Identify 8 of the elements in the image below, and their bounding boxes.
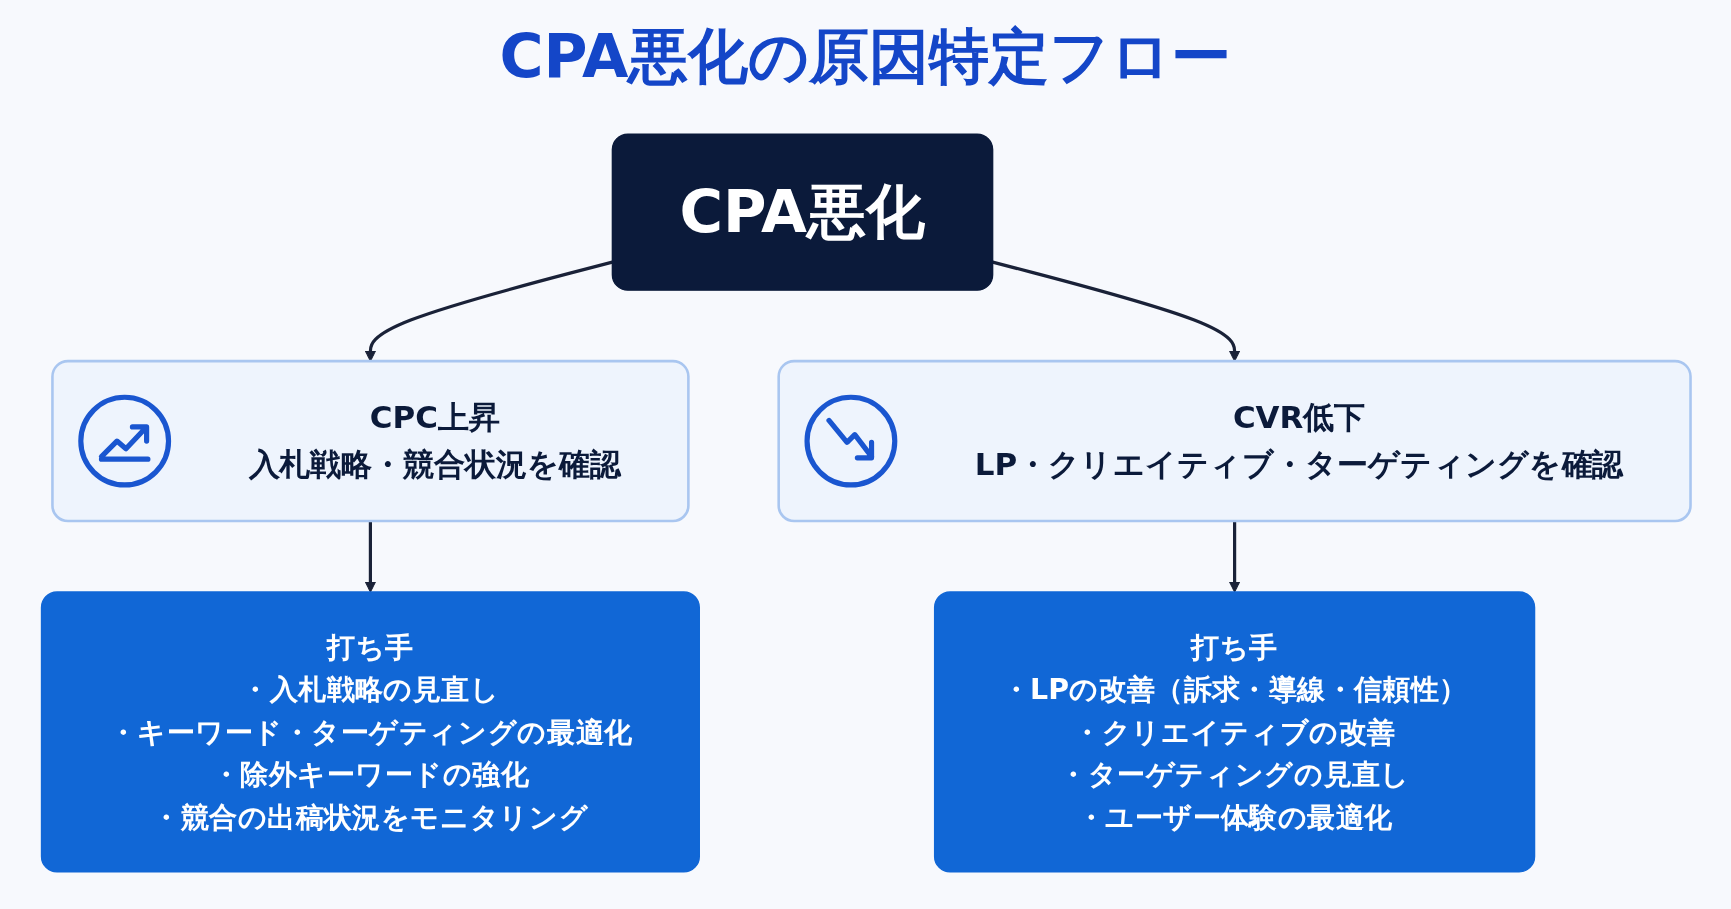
node-box: CPA悪化 bbox=[611, 133, 993, 291]
node-box: 打ち手 ・入札戦略の見直し ・キーワード・ターゲティングの最適化 ・除外キーワードの強化 ・競合の出稿状況をモニタリング bbox=[40, 591, 700, 873]
arrow bbox=[1228, 521, 1240, 593]
diagram-title: CPA悪化の原因特定フロー bbox=[499, 22, 1232, 91]
node-box: CVR低下 LP・クリエイティブ・ターゲティングを確認 bbox=[776, 359, 1692, 523]
node-box: CPC上昇 入札戦略・競合状況を確認 bbox=[50, 359, 690, 523]
node-box: 打ち手 ・LPの改善（訴求・導線・信頼性） ・クリエイティブの改善 ・ターゲティングの見直し ・ユーザー体験の最適化 bbox=[933, 591, 1535, 873]
arrow bbox=[364, 521, 376, 593]
